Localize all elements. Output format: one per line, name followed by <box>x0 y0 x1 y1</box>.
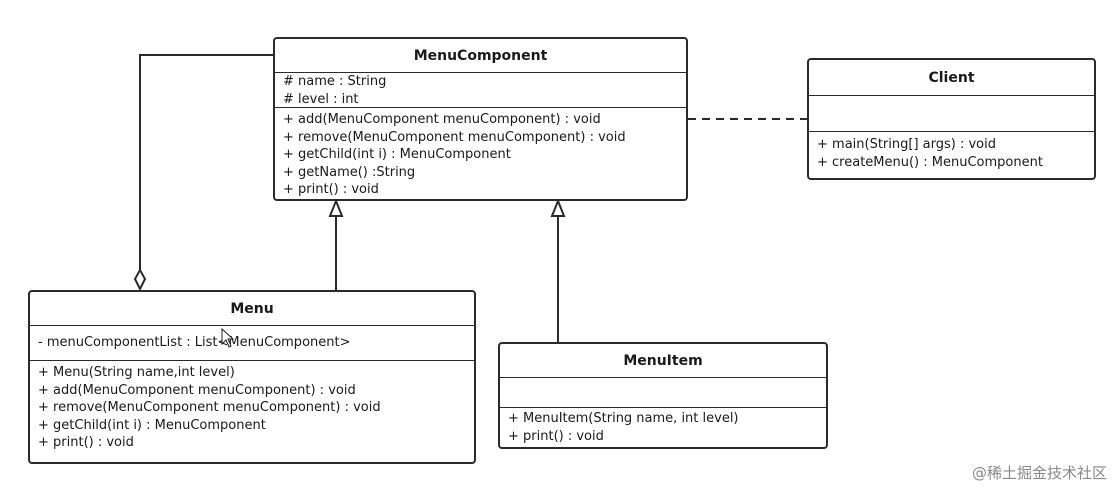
operation-add: + add(MenuComponent menuComponent) : voi… <box>38 382 356 398</box>
operation-remove: + remove(MenuComponent menuComponent) : … <box>38 400 381 415</box>
watermark: @稀土掘金技术社区 <box>971 464 1107 482</box>
client-class[interactable]: Client + main(String[] args) : void + cr… <box>807 58 1096 180</box>
menu-generalization-arrowhead <box>328 198 344 217</box>
attribute-compartment <box>809 96 1094 132</box>
operation-compartment: + add(MenuComponent menuComponent) : voi… <box>275 108 686 199</box>
class-name: Menu <box>30 292 474 326</box>
aggregation-diamond <box>133 267 147 292</box>
operation-getchild: + getChild(int i) : MenuComponent <box>283 147 511 162</box>
mouse-cursor-icon <box>221 328 235 348</box>
menuitem-class[interactable]: MenuItem + MenuItem(String name, int lev… <box>498 342 828 449</box>
menucomponent-class[interactable]: MenuComponent # name : String # level : … <box>273 37 688 201</box>
menu-class[interactable]: Menu - menuComponentList : List<MenuComp… <box>28 290 476 464</box>
operation-print: + print() : void <box>283 182 379 197</box>
attribute-compartment: - menuComponentList : List<MenuComponent… <box>30 326 474 361</box>
attribute-compartment <box>500 378 826 408</box>
operation-compartment: + MenuItem(String name, int level) + pri… <box>500 408 826 447</box>
operation-print: + print() : void <box>508 428 604 444</box>
operation-remove: + remove(MenuComponent menuComponent) : … <box>283 129 626 145</box>
attribute-name: # name : String <box>283 74 387 89</box>
operation-compartment: + Menu(String name,int level) + add(Menu… <box>30 361 474 455</box>
operation-main: + main(String[] args) : void <box>817 137 996 152</box>
class-name: Client <box>809 60 1094 96</box>
attribute-menucomponentlist: - menuComponentList : List<MenuComponent… <box>38 335 351 351</box>
operation-constructor: + MenuItem(String name, int level) <box>508 411 739 426</box>
operation-createmenu: + createMenu() : MenuComponent <box>817 154 1043 170</box>
menuitem-generalization-arrowhead <box>550 198 566 217</box>
operation-add: + add(MenuComponent menuComponent) : voi… <box>283 112 601 127</box>
attribute-level: # level : int <box>283 91 359 107</box>
class-name: MenuItem <box>500 344 826 378</box>
attribute-compartment: # name : String # level : int <box>275 73 686 108</box>
operation-getchild: + getChild(int i) : MenuComponent <box>38 417 266 433</box>
aggregation-line <box>139 54 273 270</box>
class-name: MenuComponent <box>275 39 686 73</box>
operation-compartment: + main(String[] args) : void + createMen… <box>809 132 1094 174</box>
operation-constructor: + Menu(String name,int level) <box>38 365 235 380</box>
operation-print: + print() : void <box>38 435 134 450</box>
operation-getname: + getName() :String <box>283 164 416 180</box>
